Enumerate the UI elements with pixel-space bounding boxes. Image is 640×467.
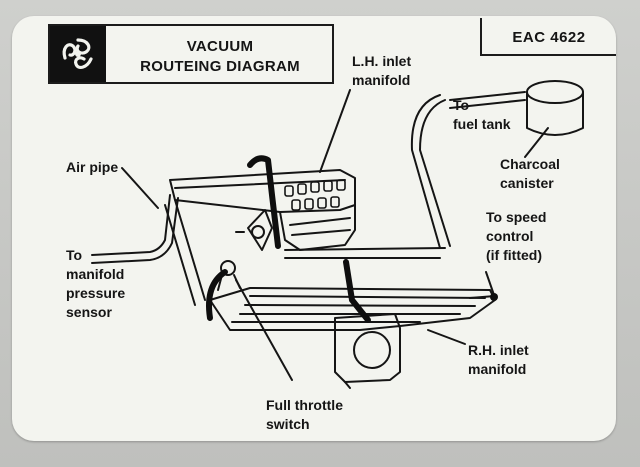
leader-speed-control <box>485 271 495 296</box>
charcoal-canister-body <box>526 91 584 136</box>
air-pipe-left <box>91 194 171 256</box>
label-to-fuel-tank: To fuel tank <box>453 97 511 132</box>
label-lh-inlet-manifold: L.H. inlet manifold <box>352 53 412 88</box>
throttle-switch-body <box>220 260 236 276</box>
label-to-manifold-pressure-sensor: To manifold pressure sensor <box>66 247 126 320</box>
lh-manifold-outline <box>169 169 356 213</box>
throttle-body <box>334 313 401 383</box>
label-air-pipe: Air pipe <box>66 159 119 175</box>
part-code-box: EAC 4622 <box>480 18 616 56</box>
air-pipe-vertical <box>164 204 196 306</box>
lh-manifold-lower <box>279 204 356 251</box>
vacuum-hose-switch <box>206 269 228 321</box>
leyland-logo-icon <box>50 26 106 82</box>
injector-stubs <box>284 179 346 211</box>
leader-canister <box>524 127 549 158</box>
rh-manifold-outline <box>209 287 496 331</box>
leader-air-pipe <box>121 167 159 209</box>
throttle-bore <box>353 331 391 369</box>
part-code: EAC 4622 <box>512 29 586 46</box>
vacuum-hose-lh <box>247 155 281 249</box>
leader-lh-manifold <box>319 89 351 173</box>
label-rh-inlet-manifold: R.H. inlet manifold <box>468 342 529 377</box>
title-block: VACUUM ROUTEING DIAGRAM <box>48 24 334 84</box>
title-line-2: ROUTEING DIAGRAM <box>140 58 300 75</box>
label-charcoal-canister: Charcoal canister <box>500 156 560 191</box>
leader-rh-manifold <box>427 329 466 345</box>
leader-full-throttle <box>235 279 293 381</box>
vacuum-hose-rh <box>343 259 371 323</box>
speed-control-port <box>490 293 498 301</box>
label-full-throttle-switch: Full throttle switch <box>266 397 343 432</box>
decal-card <box>12 16 616 441</box>
label-to-speed-control: To speed control (if fitted) <box>486 209 547 263</box>
canister-hose <box>419 99 451 247</box>
charcoal-canister-top <box>526 80 584 104</box>
vacuum-valve <box>247 209 273 251</box>
title-line-1: VACUUM <box>186 38 254 55</box>
